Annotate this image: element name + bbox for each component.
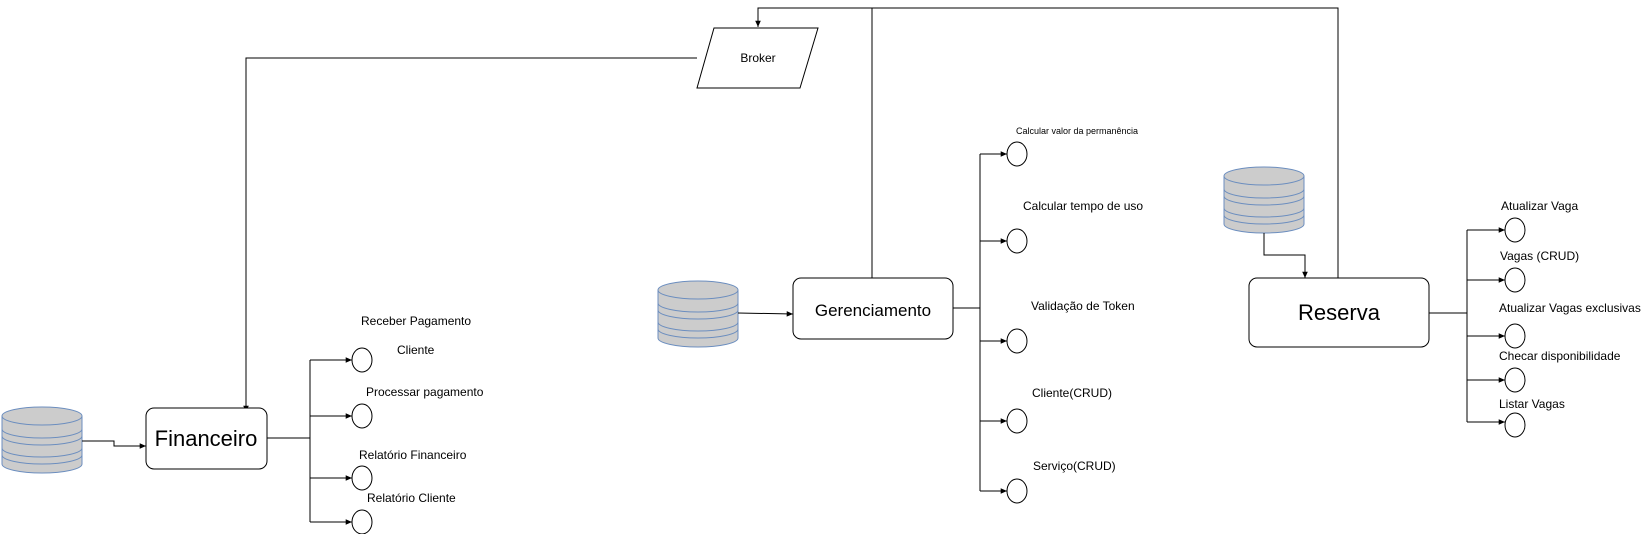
broker-node[interactable]: Broker	[696, 27, 819, 89]
financeiro-interface-label: Processar pagamento	[366, 385, 484, 399]
reserva-interface-label: Vagas (CRUD)	[1500, 249, 1579, 263]
financeiro-interface-circle-3[interactable]	[351, 465, 373, 491]
gerenciamento-interface-label: Calcular tempo de uso	[1023, 199, 1143, 213]
edge-db-to-financeiro	[82, 440, 146, 449]
reserva-interface-label: Checar disponibilidade	[1499, 349, 1621, 363]
broker-label: Broker	[740, 51, 775, 65]
financeiro-interface-label: Relatório Financeiro	[359, 448, 467, 462]
gerenciamento-label: Gerenciamento	[815, 301, 931, 320]
edge-db-to-reserva	[1263, 233, 1308, 278]
gerenciamento-interface-label: Cliente(CRUD)	[1032, 386, 1112, 400]
financeiro-interface-circle-4[interactable]	[351, 509, 373, 534]
gerenciamento-interface-label: Serviço(CRUD)	[1033, 459, 1116, 473]
financeiro-interface-circle-2[interactable]	[351, 403, 373, 429]
reserva-interface-label: Atualizar Vaga	[1501, 199, 1578, 213]
reserva-interface-circle-5[interactable]	[1504, 412, 1526, 438]
gerenciamento-interface-circle-2[interactable]	[1006, 228, 1028, 254]
gerenciamento-interface-circle-3[interactable]	[1006, 328, 1028, 354]
financeiro-interface-label: Receber Pagamento	[361, 314, 471, 328]
reserva-interface-circle-2[interactable]	[1504, 267, 1526, 293]
edge-reserva-to-broker	[872, 7, 1339, 278]
financeiro-database-icon	[1, 406, 83, 474]
reserva-interface-circle-4[interactable]	[1504, 367, 1526, 393]
gerenciamento-interface-circle-1[interactable]	[1006, 141, 1028, 167]
edge-gerenciamento-to-broker	[755, 7, 873, 278]
gerenciamento-interface-circle-4[interactable]	[1006, 408, 1028, 434]
financeiro-label: Financeiro	[155, 426, 258, 451]
financeiro-interface-label: Relatório Cliente	[367, 491, 456, 505]
reserva-interface-label: Listar Vagas	[1499, 397, 1565, 411]
edge-broker-to-financeiro	[243, 57, 697, 412]
gerenciamento-interface-circle-5[interactable]	[1006, 478, 1028, 504]
reserva-interface-circle-3[interactable]	[1504, 323, 1526, 349]
gerenciamento-interface-label: Calcular valor da permanência	[1016, 126, 1138, 136]
edge-reserva-trunk	[1429, 230, 1468, 422]
edge-financeiro-trunk	[267, 360, 311, 522]
reserva-interface-label: Atualizar Vagas exclusivas	[1499, 301, 1641, 315]
gerenciamento-interface-label: Validação de Token	[1031, 299, 1135, 313]
financeiro-interface-label: Cliente	[397, 343, 435, 357]
edge-gerenciamento-trunk	[953, 154, 981, 491]
gerenciamento-database-icon	[657, 280, 739, 348]
financeiro-service[interactable]: Financeiro	[145, 407, 268, 470]
reserva-interface-circle-1[interactable]	[1504, 217, 1526, 243]
gerenciamento-service[interactable]: Gerenciamento	[792, 277, 954, 340]
reserva-service[interactable]: Reserva	[1248, 277, 1430, 348]
financeiro-interface-circle-1[interactable]	[351, 347, 373, 373]
reserva-label: Reserva	[1298, 300, 1381, 325]
reserva-database-icon	[1223, 166, 1305, 234]
edge-db-to-gerenciamento	[737, 311, 794, 317]
